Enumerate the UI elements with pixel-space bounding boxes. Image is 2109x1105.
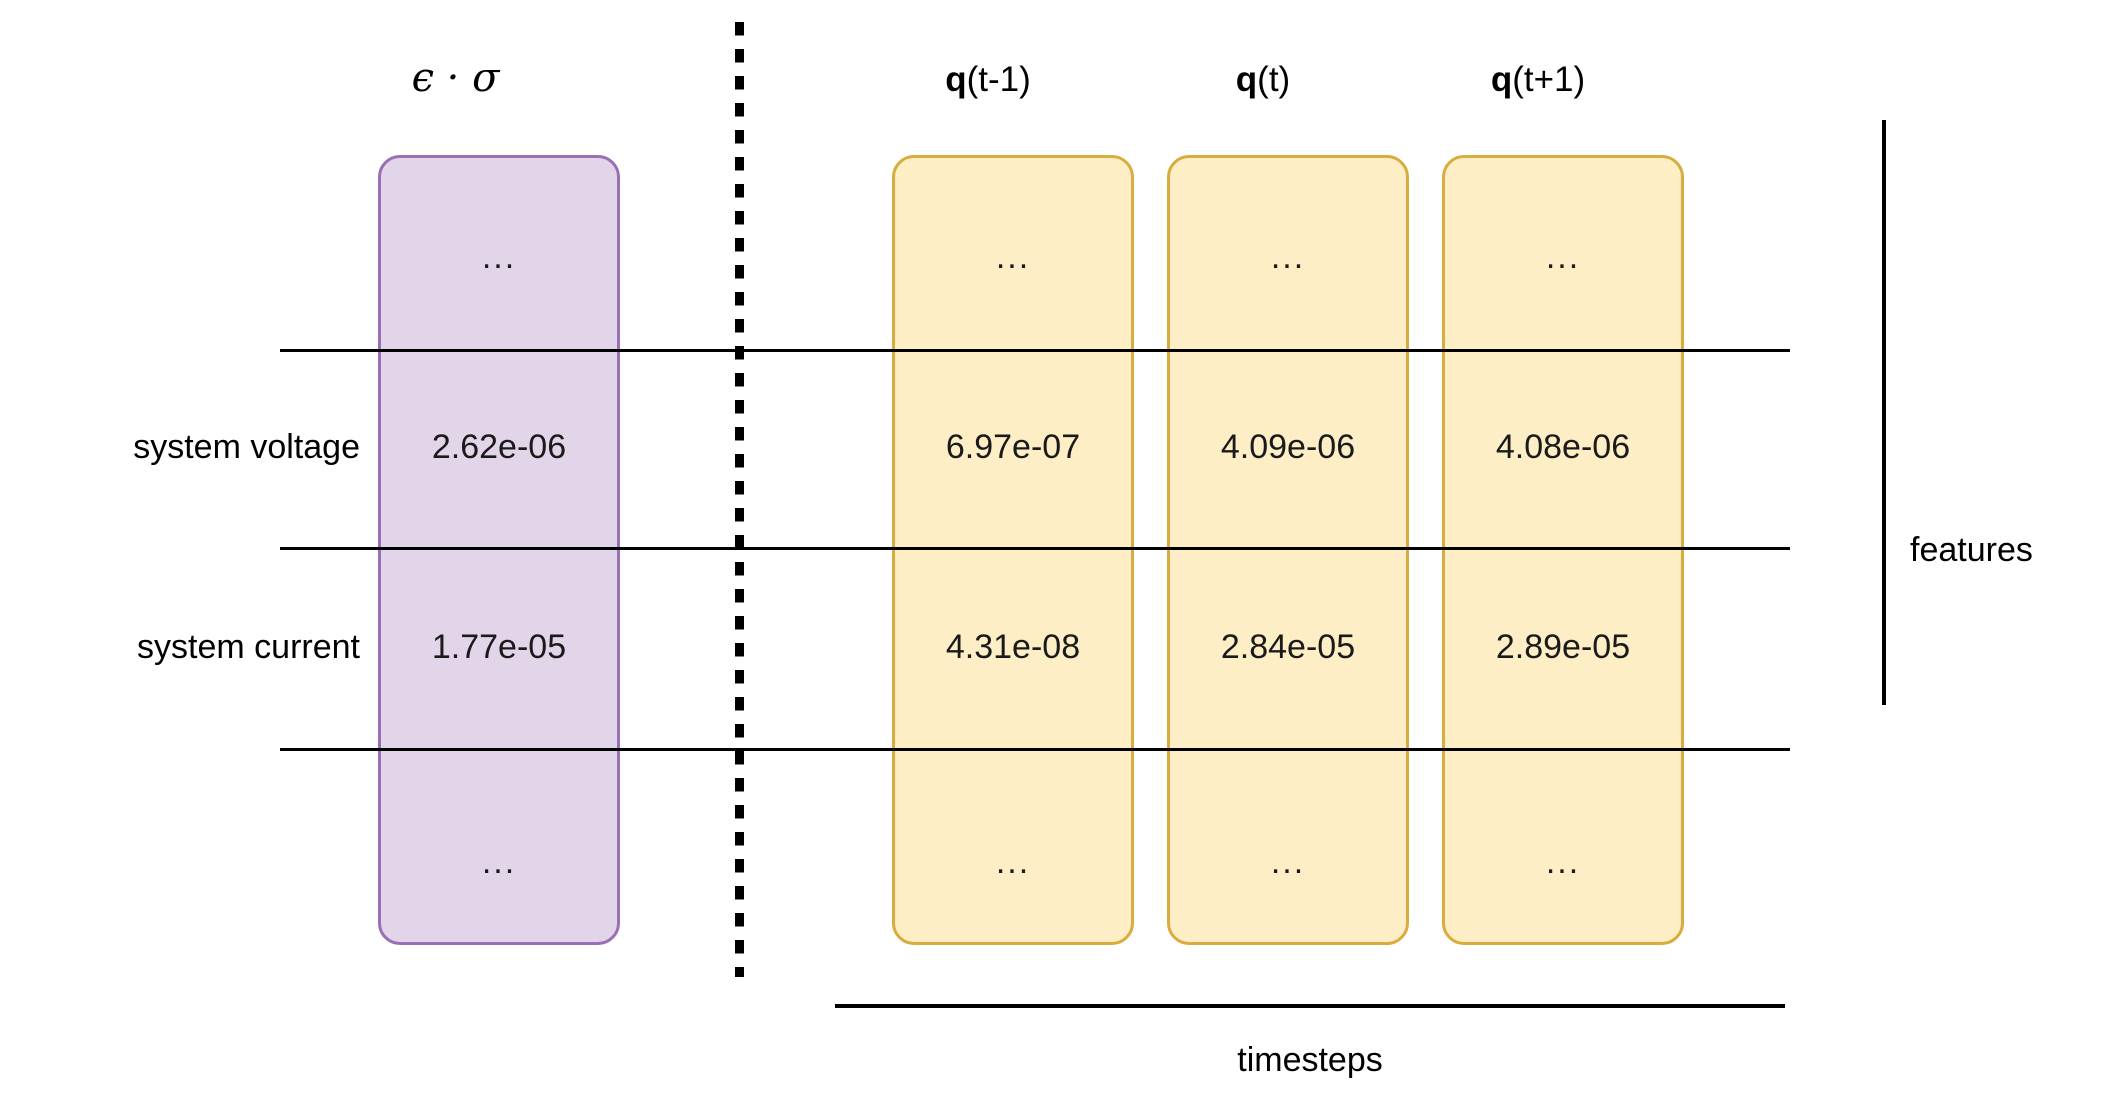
column-box-q-t [1167,155,1409,945]
column-box-epsilon-sigma [378,155,620,945]
column-header-q-t-minus-1: q(t-1) [892,62,1084,97]
timesteps-axis-label: timesteps [1237,1041,1383,1079]
cell-q-t-plus-1-bottom-ellipsis: ... [1545,843,1581,881]
cell-q-t-minus-1-system-voltage: 6.97e-07 [945,428,1081,466]
features-bracket-line [1882,120,1886,705]
cell-q-t-bottom-ellipsis: ... [1270,843,1306,881]
column-box-q-t-minus-1 [892,155,1134,945]
cell-q-t-plus-1-top-ellipsis: ... [1545,238,1581,276]
cell-q-t-system-current: 2.84e-05 [1220,628,1356,666]
q-symbol: q [1235,60,1258,99]
cell-q-t-minus-1-bottom-ellipsis: ... [995,843,1031,881]
cell-q-t-system-voltage: 4.09e-06 [1220,428,1356,466]
cell-q-t-plus-1-system-voltage: 4.08e-06 [1495,428,1631,466]
q-symbol: q [945,60,967,99]
cell-epsilon-sigma-bottom-ellipsis: ... [481,843,517,881]
row-label-system-current: system current [137,628,360,666]
cell-q-t-minus-1-top-ellipsis: ... [995,238,1031,276]
column-header-q-t-plus-1: q(t+1) [1442,62,1634,97]
row-separator-top [280,349,1790,352]
cell-epsilon-sigma-top-ellipsis: ... [481,238,517,276]
row-separator-middle [280,547,1790,550]
timesteps-bracket-line [835,1004,1785,1008]
dotted-divider [735,22,744,977]
q-index: (t-1) [966,60,1031,99]
cell-q-t-minus-1-system-current: 4.31e-08 [945,628,1081,666]
cell-epsilon-sigma-system-current: 1.77e-05 [431,628,567,666]
q-symbol: q [1490,60,1513,99]
column-header-q-t: q(t) [1167,62,1359,97]
q-index: (t+1) [1512,60,1586,99]
q-index: (t) [1257,60,1291,99]
cell-q-t-top-ellipsis: ... [1270,238,1306,276]
row-separator-bottom [280,748,1790,751]
column-box-q-t-plus-1 [1442,155,1684,945]
column-header-epsilon-sigma: ϵ · σ [411,55,500,101]
cell-epsilon-sigma-system-voltage: 2.62e-06 [431,428,567,466]
cell-q-t-plus-1-system-current: 2.89e-05 [1495,628,1631,666]
row-label-system-voltage: system voltage [133,428,360,466]
features-axis-label: features [1910,531,2033,569]
